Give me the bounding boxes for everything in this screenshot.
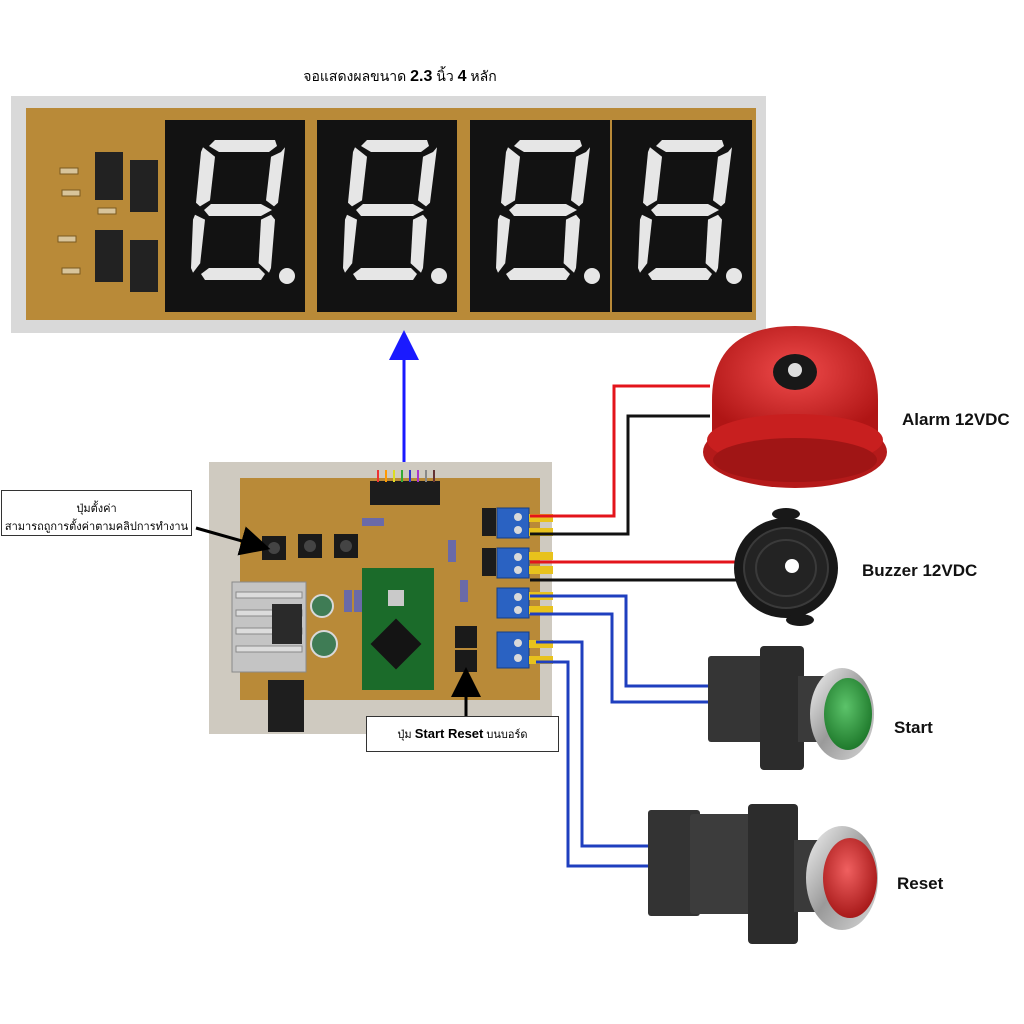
digit-segment: [204, 204, 272, 216]
decimal-point: [279, 268, 295, 284]
digit-segment: [705, 214, 722, 273]
driver-ic: [95, 230, 123, 282]
startreset-callout-prefix: ปุ่ม: [397, 729, 412, 741]
seven-segment-digit: [317, 120, 457, 312]
capacitor: [310, 594, 334, 618]
terminal-blocks: [496, 507, 530, 669]
digit-segment: [496, 214, 510, 273]
reset-pushbutton: [648, 804, 878, 944]
digit-segment: [196, 147, 215, 207]
digit-segment: [514, 140, 582, 152]
digit-segment: [348, 147, 367, 207]
digit-segment: [418, 147, 437, 207]
startreset-callout-bold: Start Reset: [414, 726, 484, 741]
display-title: จอแสดงผลขนาด 2.3 นิ้ว 4 หลัก: [0, 66, 800, 88]
display-title-prefix: จอแสดงผลขนาด: [303, 68, 407, 84]
settings-callout-arrow: [195, 526, 271, 556]
digit-segment: [651, 204, 719, 216]
display-title-digits: 4: [457, 68, 467, 85]
display-title-unit: นิ้ว: [436, 68, 454, 84]
controller-board: [209, 462, 553, 734]
onboard-start-button: [455, 626, 477, 648]
startreset-callout-suffix: บนบอร์ด: [486, 729, 528, 741]
heatsink: [231, 581, 307, 673]
driver-ic: [130, 240, 158, 292]
digit-segment: [501, 147, 520, 207]
digit-segment: [509, 204, 577, 216]
driver-ic: [130, 160, 158, 212]
start-label: Start: [894, 718, 933, 737]
digit-segment: [209, 140, 277, 152]
settings-callout: ปุ่มตั้งค่า สามารถถูการตั้งค่าตามคลิปการ…: [1, 490, 192, 536]
wires: [530, 384, 760, 868]
capacitor: [310, 630, 338, 658]
seven-segment-digit: [470, 120, 610, 312]
digit-segment: [643, 147, 662, 207]
digit-segment: [353, 268, 417, 280]
digit-segment: [410, 214, 427, 273]
digit-segment: [656, 140, 724, 152]
setting-buttons: [262, 534, 358, 560]
decimal-point: [584, 268, 600, 284]
regulator: [272, 604, 302, 644]
alarm-bell: [703, 326, 887, 488]
digit-segment: [356, 204, 424, 216]
display-title-size: 2.3: [410, 68, 433, 85]
digit-segment: [713, 147, 732, 207]
seven-segment-digit: [165, 120, 305, 312]
digit-segment: [361, 140, 429, 152]
digit-segment: [563, 214, 580, 273]
digit-segment: [571, 147, 590, 207]
driver-ic: [95, 152, 123, 200]
reset-label: Reset: [897, 874, 944, 893]
settings-callout-line1: ปุ่มตั้งค่า: [76, 503, 117, 515]
power-jack: [268, 680, 304, 732]
digit-segment: [506, 268, 570, 280]
digit-segment: [648, 268, 712, 280]
buzzer: [734, 508, 838, 626]
settings-callout-line2: สามารถถูการตั้งค่าตามคลิปการทำงาน: [4, 521, 189, 533]
buzzer-label: Buzzer 12VDC: [862, 561, 978, 580]
digit-segment: [201, 268, 265, 280]
decimal-point: [431, 268, 447, 284]
digit-segment: [638, 214, 652, 273]
digit-segment: [266, 147, 285, 207]
start-pushbutton: [708, 646, 874, 770]
digit-segment: [343, 214, 357, 273]
alarm-label: Alarm 12VDC: [902, 410, 1010, 429]
display-title-suffix: หลัก: [470, 68, 497, 84]
digit-segment: [258, 214, 275, 273]
decimal-point: [726, 268, 742, 284]
digit-segment: [191, 214, 205, 273]
onboard-reset-button: [455, 650, 477, 672]
seven-segment-digit: [612, 120, 752, 312]
startreset-callout: ปุ่ม Start Reset บนบอร์ด: [366, 716, 559, 752]
display-board: [11, 96, 766, 333]
